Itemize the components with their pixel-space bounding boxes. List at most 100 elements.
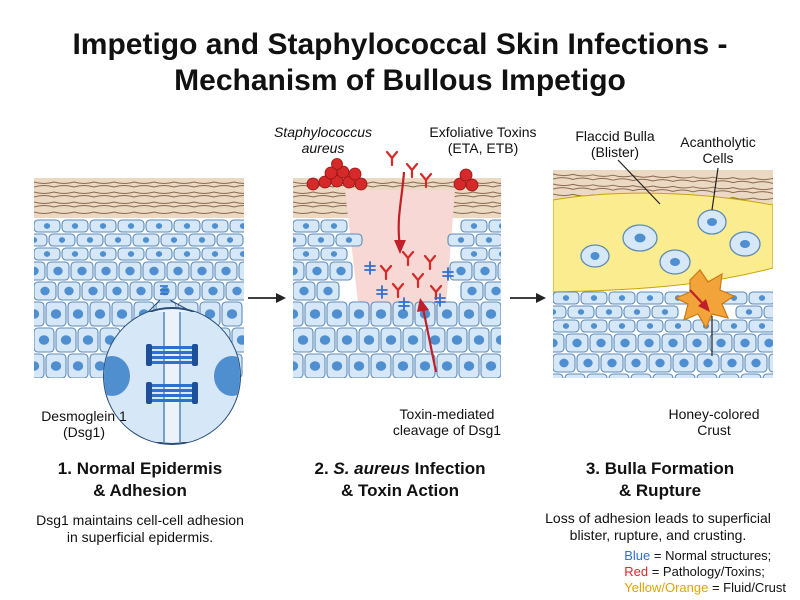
cell-nucleus [758,323,766,329]
cell-nucleus [86,237,94,243]
stratum-corneum-line [34,211,244,214]
cell-nucleus [397,361,409,371]
cell-nucleus [353,309,365,319]
panel-3-epidermis [553,170,784,391]
cell-nucleus [470,251,478,257]
cell-nucleus [136,286,146,296]
cell-nucleus [71,251,79,257]
cell-nucleus [491,286,501,296]
stratum-corneum-layer [34,178,244,218]
dsg1-marker [160,285,168,295]
cell-nucleus [299,286,309,296]
cell-nucleus [498,251,501,257]
cell-nucleus [34,266,39,276]
cell-nucleus [293,237,297,243]
cell-nucleus [644,338,654,348]
cell-nucleus [226,309,238,319]
cell-nucleus [221,266,231,276]
cell-nucleus [40,286,50,296]
cell-nucleus [323,286,333,296]
epidermal-cell [229,219,244,233]
desmoglein-rod [148,384,196,387]
legend-red: Red = Pathology/Toxins; [624,564,765,579]
cell-nucleus [72,309,84,319]
legend-yellow: Yellow/Orange = Fluid/Crust [624,580,786,595]
stratum-corneum-line [34,195,244,198]
cell-nucleus [495,335,501,345]
cleaved-dsg1-mark [364,261,376,275]
cell-nucleus [341,335,353,345]
cell-nucleus [184,286,194,296]
title-line-2: Mechanism of Bullous Impetigo [174,64,626,97]
cell-nucleus [419,361,431,371]
cell-nucleus [88,286,98,296]
cell-nucleus [631,358,641,368]
cell-nucleus [385,335,397,345]
cell-nucleus [633,309,641,315]
cleaved-dsg1-mark [376,285,388,299]
stratum-corneum-line [553,173,773,181]
desmoglein-rod [148,356,196,359]
cleaved-dsg1-mark [434,293,446,307]
cell-nucleus [197,266,207,276]
cell-nucleus [562,295,570,301]
cell-nucleus [34,361,40,371]
cell-nucleus [553,309,557,315]
cell-nucleus [451,335,463,345]
cell-nucleus [559,358,569,368]
cell-nucleus [160,286,170,296]
cell-nucleus [661,309,669,315]
cell-nucleus [679,358,689,368]
cell-nucleus [293,361,299,371]
cell-nucleus [485,237,493,243]
cell-nucleus [553,338,558,348]
cell-nucleus [72,361,84,371]
epidermal-cell [293,233,307,247]
cell-nucleus [309,361,321,371]
cell-nucleus [583,358,593,368]
cell-nucleus [618,295,626,301]
cell-nucleus [680,381,690,391]
cell-nucleus [204,309,216,319]
cell-nucleus [775,359,784,368]
cell-nucleus [463,361,475,371]
cell-nucleus [239,251,244,257]
cell-nucleus [745,309,753,315]
cell-nucleus [658,381,668,391]
cell-nucleus [50,361,62,371]
cell-nucleus [467,286,477,296]
title-line-1: Impetigo and Staphylococcal Skin Infecti… [72,28,728,61]
cell-nucleus [319,335,331,345]
cell-nucleus [592,381,602,391]
legend-blue-word: Blue [624,548,651,563]
cell-nucleus [703,358,713,368]
cell-nucleus [636,381,646,391]
cell-nucleus [774,309,780,315]
cell-nucleus [43,223,51,229]
cell-nucleus [572,338,582,348]
cell-nucleus [125,266,135,276]
epidermal-cells [553,291,784,391]
cell-nucleus [330,223,338,229]
desmoglein-rod [148,394,196,397]
toxin-molecule [391,282,405,299]
epidermal-cell [762,373,773,378]
cell-nucleus [407,335,419,345]
cell-nucleus [208,286,218,296]
stratum-corneum-line [553,183,773,191]
cell-nucleus [211,251,219,257]
epidermal-cell [553,305,567,319]
cell-nucleus [456,266,466,276]
epidermal-cells [293,219,501,378]
cell-nucleus [618,323,626,329]
cell-nucleus [746,381,756,391]
toxin-molecule [405,162,419,179]
cell-nucleus [198,237,206,243]
cell-nucleus [768,381,778,391]
cell-nucleus [330,251,338,257]
cell-nucleus [99,223,107,229]
